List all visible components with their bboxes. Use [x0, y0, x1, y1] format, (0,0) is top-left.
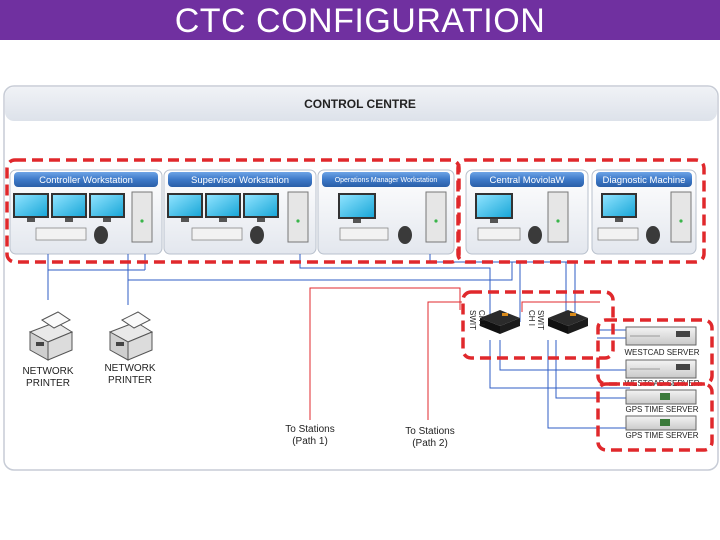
monitor-icon [167, 193, 203, 222]
control-centre-label: CONTROL CENTRE [304, 97, 416, 111]
panel-label: Supervisor Workstation [191, 175, 289, 186]
panel-supervisor-workstation: Supervisor Workstation [163, 169, 317, 255]
highlight-gps-servers [596, 382, 714, 452]
pc-tower-icon [131, 191, 153, 243]
printer-label: NETWORK [104, 363, 155, 374]
monitor-icon [205, 193, 241, 222]
pc-tower-icon [287, 191, 309, 243]
monitor-icon [89, 193, 125, 222]
wan-line-path2 [309, 287, 461, 420]
wan-line-path2 [427, 301, 462, 420]
monitor-icon [475, 193, 513, 223]
printer-icon [108, 311, 154, 361]
panel-header [14, 172, 158, 187]
panel-label: Central MoviolaW [490, 175, 565, 186]
printer-label: PRINTER [26, 378, 70, 389]
server-icon [625, 359, 697, 379]
mouse-icon [646, 226, 660, 244]
printer-icon [28, 311, 74, 361]
monitor-icon [13, 193, 49, 222]
panel-operations-manager-workstation: Operations Manager Workstation [317, 169, 455, 255]
server-icon [625, 415, 697, 431]
wan-line-path2 [521, 301, 600, 312]
panel-header [322, 172, 450, 187]
panel-label: Operations Manager Workstation [335, 177, 438, 184]
monitor-icon [243, 193, 279, 222]
keyboard-icon [477, 227, 521, 241]
printer-label: PRINTER [108, 375, 152, 386]
network-switch-icon [480, 310, 520, 334]
switch-label: SWIT [536, 310, 545, 330]
keyboard-icon [35, 227, 87, 241]
pc-tower-icon [425, 191, 447, 243]
server-label: GPS TIME SERVER [625, 431, 698, 440]
lan-line-path1 [127, 254, 513, 305]
highlight-switches [461, 290, 615, 360]
network-frame [3, 85, 719, 471]
panel-header [596, 172, 692, 187]
switch-label: CH I [527, 310, 536, 326]
keyboard-icon [191, 227, 243, 241]
monitor-icon [51, 193, 87, 222]
station-label: To Stations [285, 424, 334, 435]
switch-label: SWIT [468, 310, 477, 330]
pc-tower-icon [547, 191, 569, 243]
panel-label: Controller Workstation [39, 175, 133, 186]
panel-label: Diagnostic Machine [603, 175, 686, 186]
server-label: WESTCAD SERVER [625, 348, 700, 357]
server-icon [625, 389, 697, 405]
station-label: (Path 2) [412, 438, 448, 449]
panel-header [470, 172, 584, 187]
panel-controller-workstation: Controller Workstation [9, 169, 163, 255]
server-label: GPS TIME SERVER [625, 405, 698, 414]
monitor-icon [601, 193, 637, 222]
mouse-icon [94, 226, 108, 244]
lan-line-path1 [519, 262, 630, 429]
pc-tower-icon [670, 191, 692, 243]
network-switch-icon [548, 310, 588, 334]
server-icon [625, 326, 697, 346]
panel-diagnostic-machine: Diagnostic Machine [591, 169, 697, 255]
panel-header [168, 172, 312, 187]
mouse-icon [250, 226, 264, 244]
lan-line-path1 [489, 340, 630, 389]
highlight-workstations [5, 158, 461, 264]
switch-label: CH I [477, 310, 486, 326]
panel-central-moviolaw: Central MoviolaW [465, 169, 589, 255]
monitor-icon [338, 193, 376, 223]
station-label: (Path 1) [292, 436, 328, 447]
keyboard-icon [597, 227, 639, 241]
mouse-icon [398, 226, 412, 244]
keyboard-icon [339, 227, 389, 241]
station-label: To Stations [405, 426, 454, 437]
control-centre-band [5, 87, 717, 121]
highlight-boxes [5, 158, 714, 452]
title-bar [0, 0, 720, 40]
mouse-icon [528, 226, 542, 244]
printer-label: NETWORK [22, 366, 73, 377]
page-title: CTC CONFIGURATION [174, 2, 546, 40]
